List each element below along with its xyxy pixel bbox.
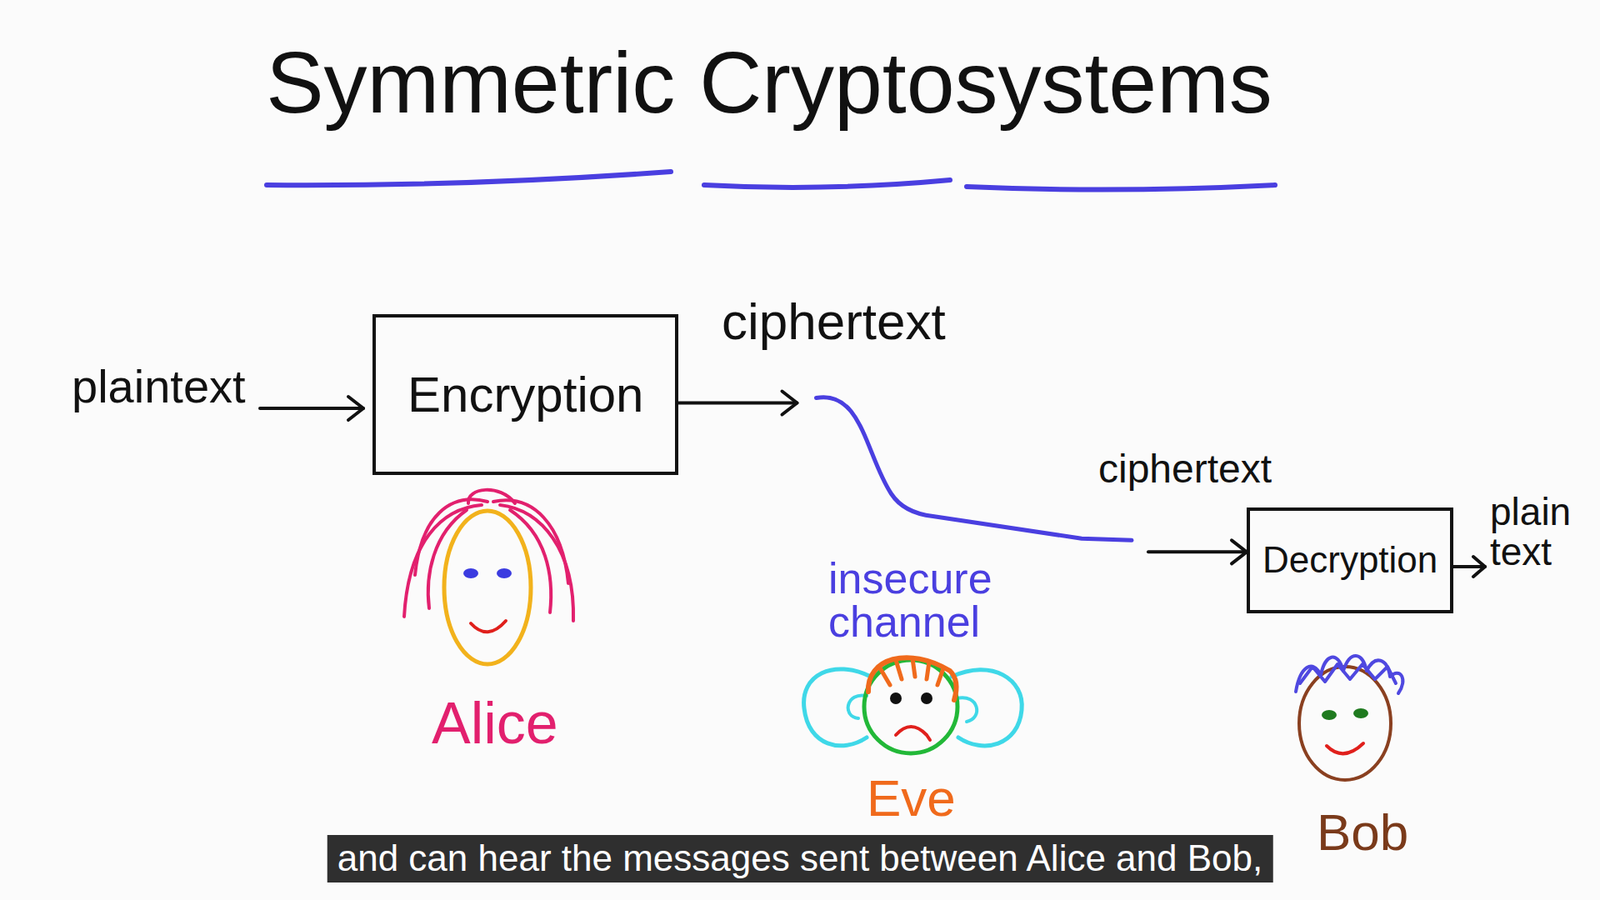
frown — [895, 726, 930, 740]
alice-figure — [404, 490, 574, 665]
eye — [1353, 708, 1369, 719]
box-label: Decryption — [1262, 539, 1438, 582]
hair-strand — [468, 490, 515, 504]
head — [1299, 666, 1391, 780]
underline — [266, 171, 671, 185]
subtitle-caption: and can hear the messages sent between A… — [327, 835, 1274, 883]
eye — [496, 568, 512, 579]
insecure-channel-line — [815, 397, 1132, 541]
arrow-line — [1148, 550, 1247, 554]
hair — [868, 657, 957, 700]
eye — [463, 568, 479, 579]
diagram-title: Symmetric Cryptosystems — [265, 33, 1273, 134]
person-name: Bob — [1316, 802, 1409, 862]
smile — [470, 620, 506, 632]
eye — [920, 692, 933, 705]
person-name: Eve — [866, 768, 956, 828]
data-label: ciphertext — [1098, 445, 1272, 492]
io-label: plain text — [1490, 491, 1590, 573]
arrowhead — [348, 396, 364, 420]
ear-curl — [956, 697, 977, 722]
hair — [1300, 664, 1396, 684]
process-box: Encryption — [372, 314, 679, 475]
underline — [704, 180, 950, 188]
arrow-line — [678, 401, 797, 405]
bob-figure — [1295, 655, 1403, 780]
underline — [966, 185, 1275, 190]
process-box: Decryption — [1246, 507, 1454, 614]
box-label: Encryption — [407, 365, 644, 424]
smile — [1326, 743, 1364, 754]
ear — [951, 670, 1022, 746]
head — [444, 510, 531, 665]
arrowhead — [781, 391, 797, 415]
eye — [1321, 710, 1337, 720]
eve-figure — [804, 657, 1023, 754]
title-underlines — [266, 171, 1275, 190]
hair — [1295, 655, 1403, 694]
hair — [879, 658, 944, 685]
ear — [804, 669, 871, 746]
io-label: plaintext — [71, 360, 246, 414]
arrowhead — [1231, 540, 1247, 564]
eye — [890, 692, 902, 705]
data-label: ciphertext — [721, 291, 946, 351]
arrowhead — [1473, 556, 1485, 577]
channel-label: insecure channel — [828, 556, 1062, 644]
person-name: Alice — [431, 690, 559, 758]
leader-line — [1451, 565, 1485, 569]
leader-line — [260, 406, 364, 410]
